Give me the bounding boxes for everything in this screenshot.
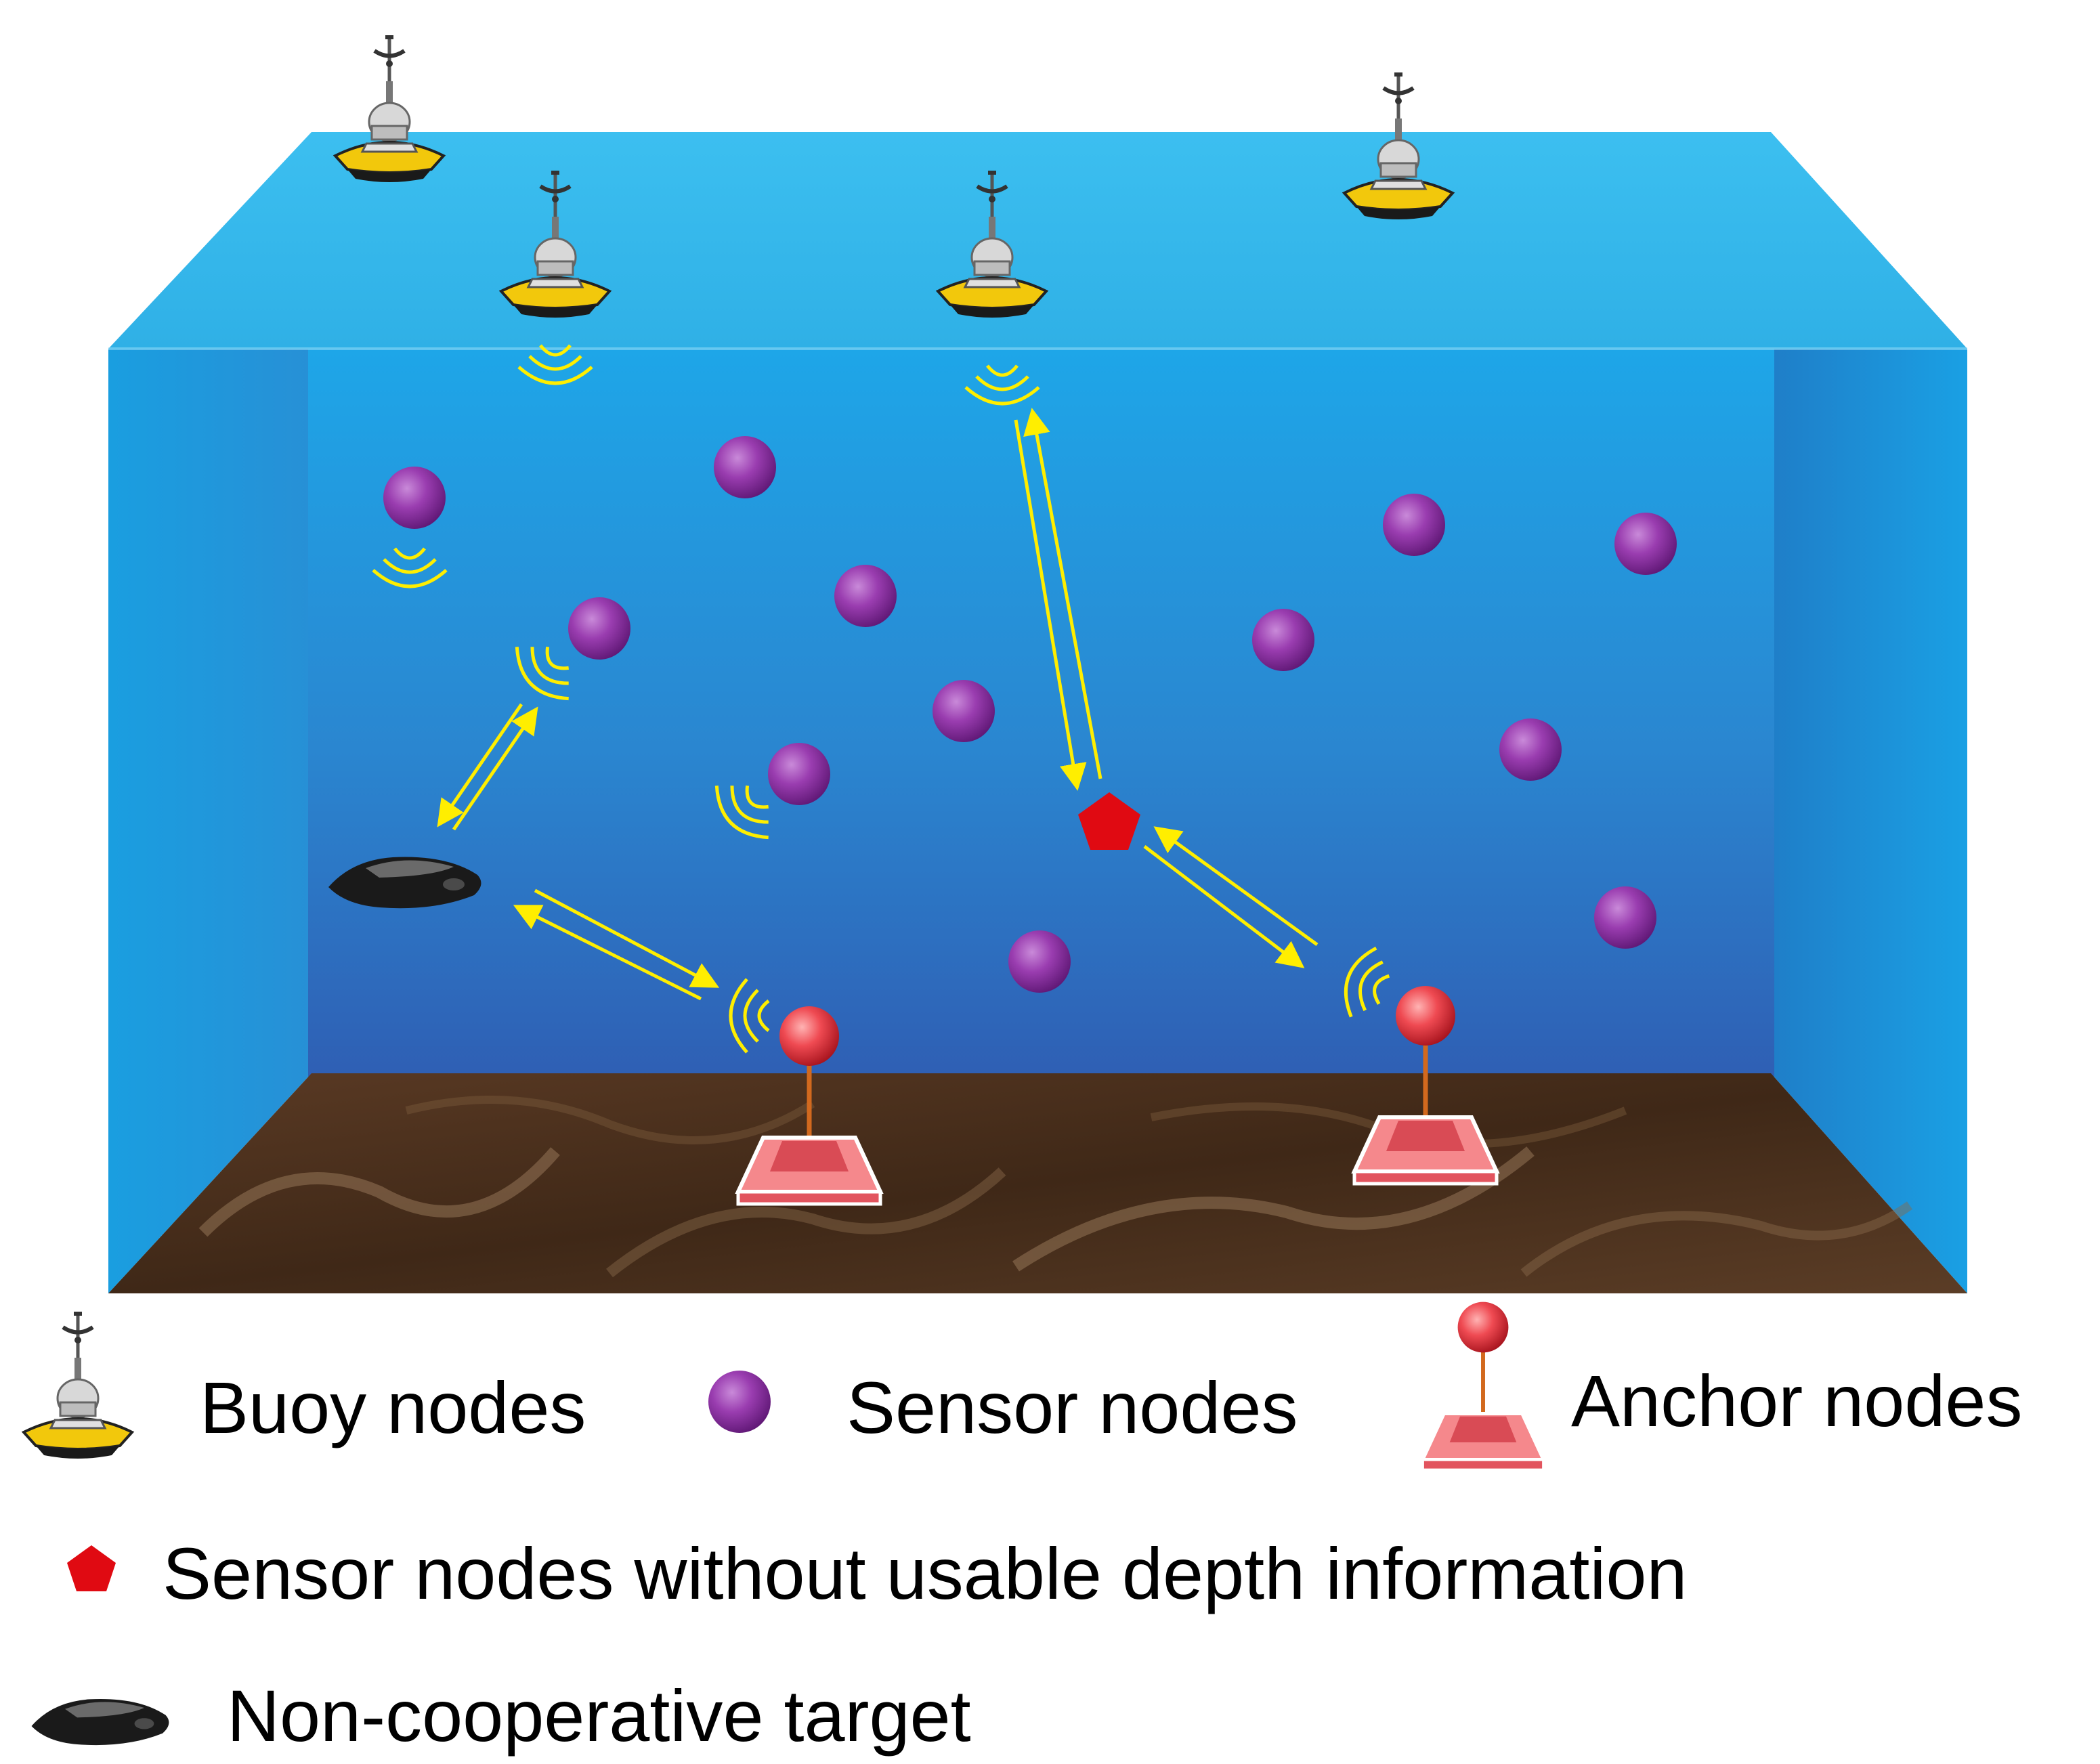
sensor-node-icon [1614, 513, 1677, 575]
legend-buoy-label: Buoy nodes [200, 1367, 586, 1448]
underwater-vehicle-icon [31, 1698, 169, 1746]
sensor-node-icon [1499, 718, 1562, 781]
sensor-node-icon [933, 680, 995, 742]
pentagon-icon [67, 1545, 116, 1591]
buoy-icon [24, 1314, 132, 1459]
pentagon-icon [1078, 792, 1140, 850]
sensor-node-icon [714, 436, 776, 498]
right-wall [1771, 349, 1967, 1293]
legend-sensor-label: Sensor nodes [847, 1367, 1298, 1448]
signal-arrows [437, 408, 1319, 1001]
legend-target-label: Non-cooperative target [227, 1675, 971, 1757]
sensor-node-icon [383, 467, 446, 529]
seabed [108, 1073, 1967, 1293]
sensor-node-icon [1383, 494, 1445, 556]
sensor-node-icon [708, 1371, 771, 1433]
sensor-node-icon [1594, 886, 1656, 949]
legend-anchor-label: Anchor nodes [1571, 1360, 2023, 1442]
sensor-node-icon [1008, 930, 1071, 993]
seabed-texture [198, 1096, 1913, 1278]
sensor-node-icon [568, 597, 630, 660]
left-wall [108, 349, 312, 1293]
sensor-node-icon [834, 565, 897, 627]
legend-no-depth-label: Sensor nodes without usable depth inform… [163, 1532, 1688, 1614]
anchor-node-icon [1423, 1302, 1544, 1470]
sensor-node-icon [1252, 609, 1314, 671]
buoy-icon [335, 37, 444, 182]
sensor-node-icon [768, 743, 830, 805]
